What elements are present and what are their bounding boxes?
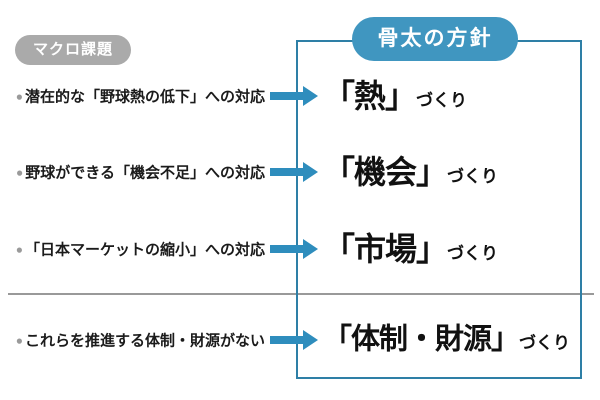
policy-text-heat: 「熱」づくり <box>323 80 467 112</box>
arrow-head <box>303 162 318 182</box>
arrow-right-icon <box>270 330 318 350</box>
policy-main: 「熱」 <box>323 78 417 114</box>
arrow-shaft <box>270 92 303 100</box>
issue-text-opportunity: ●野球ができる「機会不足」への対応 <box>16 162 265 183</box>
policy-main: 「体制・財源」 <box>323 323 520 356</box>
arrow-right-icon <box>270 162 318 182</box>
macro-issues-badge: マクロ課題 <box>15 35 132 65</box>
issue-label: 野球ができる「機会不足」への対応 <box>25 164 265 182</box>
policy-text-opportunity: 「機会」づくり <box>323 156 498 188</box>
issue-label: 「日本マーケットの縮小」への対応 <box>24 241 265 259</box>
policy-suffix: づくり <box>447 244 499 263</box>
issue-label: これらを推進する体制・財源がない <box>24 332 265 350</box>
arrow-right-icon <box>270 86 318 106</box>
arrow-head <box>303 239 318 259</box>
bullet-icon: ● <box>15 242 23 257</box>
policy-suffix: づくり <box>416 91 468 110</box>
policy-main: 「機会」 <box>323 154 448 190</box>
arrow-shaft <box>270 168 303 176</box>
policy-title-badge: 骨太の方針 <box>352 17 518 61</box>
arrow-head <box>303 86 318 106</box>
arrow-right-icon <box>270 239 318 259</box>
issue-label: 潜在的な「野球熱の低下」への対応 <box>24 88 265 106</box>
arrow-shaft <box>270 336 303 344</box>
policy-text-structure-funding: 「体制・財源」づくり <box>323 323 571 356</box>
arrow-head <box>303 330 318 350</box>
policy-suffix: づくり <box>447 167 499 186</box>
bullet-icon: ● <box>16 165 24 180</box>
issue-text-structure-funding: ●これらを推進する体制・財源がない <box>16 330 265 351</box>
divider-line <box>8 293 594 295</box>
policy-text-market: 「市場」づくり <box>323 233 498 265</box>
issue-text-market: ●「日本マーケットの縮小」への対応 <box>16 239 265 260</box>
bullet-icon: ● <box>15 89 23 104</box>
arrow-shaft <box>270 245 303 253</box>
policy-suffix: づくり <box>519 333 571 353</box>
bullet-icon: ● <box>15 333 23 348</box>
policy-main: 「市場」 <box>323 231 448 267</box>
issue-text-heat: ●潜在的な「野球熱の低下」への対応 <box>16 86 265 107</box>
